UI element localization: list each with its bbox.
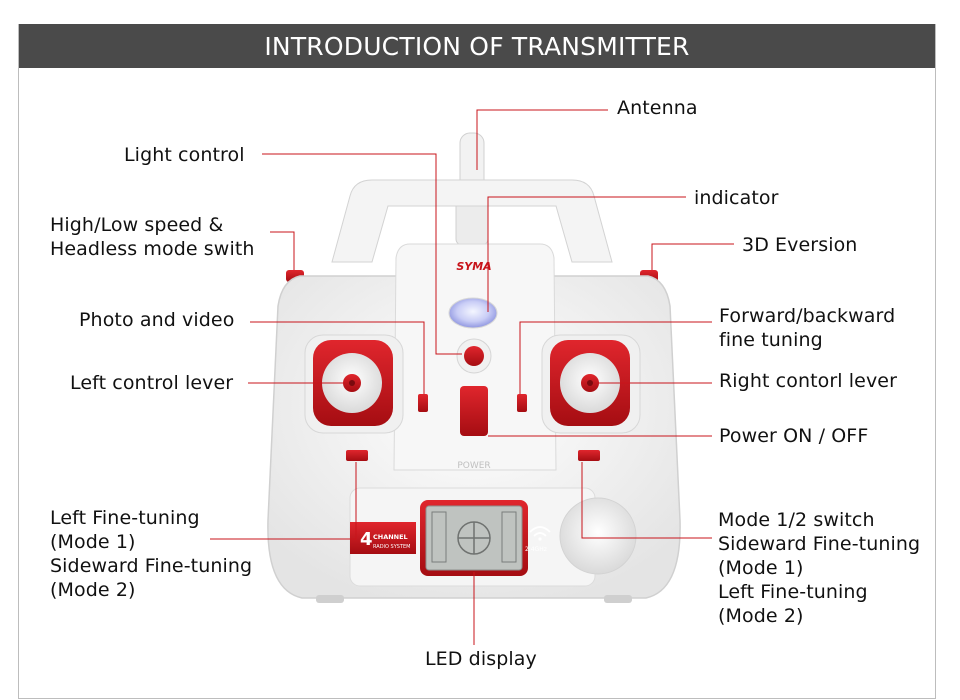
label-antenna: Antenna (617, 97, 698, 119)
forward-backward-trim (517, 394, 527, 412)
label-light-control: Light control (124, 144, 245, 166)
line-light-control (262, 153, 462, 355)
right-control-lever (541, 334, 641, 434)
left-fine-tuning-button (346, 450, 368, 461)
label-fb-line-2: fine tuning (719, 329, 823, 351)
label-mode-line-3: (Mode 1) (718, 557, 804, 579)
right-fine-tuning-button (578, 450, 600, 461)
line-forward-backward (519, 321, 712, 394)
power-mark: POWER (457, 461, 490, 471)
channel-badge (350, 522, 416, 554)
carry-handle (331, 179, 613, 263)
leader-lines (210, 109, 734, 645)
light-control-button (464, 346, 484, 366)
line-mode-switch (581, 462, 712, 539)
label-power: Power ON / OFF (719, 425, 869, 447)
left-control-lever (304, 334, 404, 434)
power-switch (460, 386, 488, 436)
label-left-fine-line-4: (Mode 2) (50, 579, 136, 601)
line-photo-video (250, 321, 425, 394)
label-fb-line-1: Forward/backward (719, 305, 896, 327)
label-speed-line-1: High/Low speed & (50, 214, 224, 236)
line-indicator (487, 196, 686, 312)
label-left-fine-line-3: Sideward Fine-tuning (50, 555, 253, 577)
line-left-fine (210, 462, 357, 540)
label-forward-backward: Forward/backward fine tuning (719, 304, 895, 352)
label-left-fine-tuning: Left Fine-tuning (Mode 1) Sideward Fine-… (50, 506, 252, 602)
line-3d-eversion (651, 243, 734, 270)
label-speed-line-2: Headless mode swith (50, 238, 255, 260)
line-speed-switch (270, 231, 295, 270)
page-title: INTRODUCTION OF TRANSMITTER (264, 32, 690, 61)
label-mode-switch: Mode 1/2 switch Sideward Fine-tuning (Mo… (718, 508, 920, 628)
frequency-text: 2.4GHz (525, 546, 547, 553)
label-mode-line-1: Mode 1/2 switch (718, 509, 875, 531)
mode-switch-knob (559, 497, 637, 575)
indicator-led (448, 297, 498, 329)
label-photo-video: Photo and video (79, 309, 235, 331)
label-speed-switch: High/Low speed & Headless mode swith (50, 213, 255, 261)
channel-number: 4 (360, 529, 373, 550)
label-led-display: LED display (425, 648, 537, 670)
line-antenna (476, 109, 608, 170)
label-mode-line-5: (Mode 2) (718, 605, 804, 627)
label-3d-eversion: 3D Eversion (742, 234, 858, 256)
syma-logo: SYMA (456, 260, 491, 273)
label-mode-line-2: Sideward Fine-tuning (718, 533, 921, 555)
label-mode-line-4: Left Fine-tuning (718, 581, 868, 603)
label-left-fine-line-1: Left Fine-tuning (50, 507, 200, 529)
label-right-lever: Right contorl lever (719, 370, 898, 392)
label-left-fine-line-2: (Mode 1) (50, 531, 136, 553)
label-left-lever: Left control lever (70, 372, 234, 394)
photo-video-trim (418, 394, 428, 412)
channel-word: CHANNEL (373, 533, 408, 541)
title-banner (18, 24, 936, 68)
diagram-frame (18, 24, 936, 699)
wifi-icon (529, 526, 551, 541)
radio-system-text: RADIO SYSTEM (373, 544, 410, 550)
label-indicator: indicator (694, 187, 779, 209)
